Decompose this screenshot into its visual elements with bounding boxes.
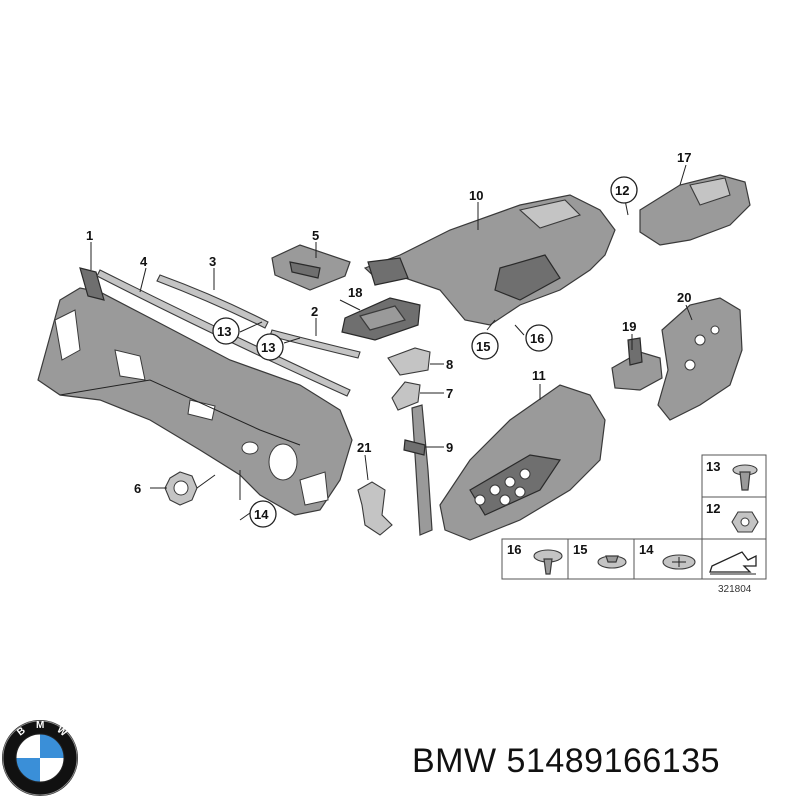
legend-label-14: 14 (639, 542, 654, 557)
callout-19: 19 (622, 319, 636, 334)
part-7-bracket (391, 381, 421, 411)
part-5-insulation-pad (271, 244, 351, 291)
fastener-legend: 13 12 16 15 14 (501, 454, 767, 595)
brand-footer: B M W (2, 720, 78, 796)
direction-arrow-icon (709, 551, 757, 575)
part-1-bulkhead-panel (37, 267, 353, 516)
clip-16-icon (533, 549, 563, 575)
callout-18: 18 (348, 285, 362, 300)
part-6-grommet (164, 471, 198, 506)
part-21-bracket (357, 481, 393, 536)
callout-13-lower: 13 (261, 340, 275, 355)
callout-17: 17 (677, 150, 691, 165)
legend-label-12: 12 (706, 501, 720, 516)
legend-label-15: 15 (573, 542, 587, 557)
part-11-side-insulation (439, 384, 606, 541)
part-2-seal-strip (269, 329, 361, 359)
callout-15: 15 (476, 339, 490, 354)
callout-21: 21 (357, 440, 371, 455)
callout-16: 16 (530, 331, 544, 346)
washer-15-icon (597, 555, 627, 569)
callout-11: 11 (532, 368, 546, 383)
part-18-insulation-pad (341, 297, 421, 341)
part-10-firewall-insulation (363, 194, 616, 326)
callout-9: 9 (446, 440, 453, 455)
legend-label-13: 13 (706, 459, 720, 474)
callout-7: 7 (446, 386, 453, 401)
leader-lines (90, 164, 693, 521)
part-3-seal-strip (156, 274, 269, 329)
washer-14-icon (662, 554, 696, 570)
part-17-tunnel-insulation (639, 174, 751, 246)
callout-4: 4 (140, 254, 148, 269)
callout-13-upper: 13 (217, 324, 231, 339)
callout-1: 1 (86, 228, 93, 243)
callout-2: 2 (311, 304, 318, 319)
clip-13-icon (732, 464, 758, 491)
part-11-holes (474, 468, 531, 506)
callout-3: 3 (209, 254, 216, 269)
callout-10: 10 (469, 188, 483, 203)
callout-5: 5 (312, 228, 319, 243)
callout-8: 8 (446, 357, 453, 372)
legend-label-16: 16 (507, 542, 521, 557)
diagram-reference-number: 321804 (718, 584, 752, 595)
callout-14: 14 (254, 507, 269, 522)
callout-20: 20 (677, 290, 691, 305)
nut-12-icon (731, 511, 759, 533)
part-8-bracket (387, 347, 431, 376)
part-20-wheelhouse-insulation (657, 297, 743, 421)
brand-caption: BMW 51489166135 (412, 742, 721, 780)
circled-callouts: 13 13 12 15 16 14 (212, 176, 638, 528)
callout-12: 12 (615, 183, 629, 198)
bmw-logo: B M W (2, 720, 78, 796)
callout-labels: 1 4 3 5 2 18 10 17 8 7 9 11 19 20 21 6 (86, 150, 691, 496)
callout-6: 6 (134, 481, 141, 496)
svg-text:M: M (36, 720, 44, 731)
part-9-support-strut (403, 404, 433, 536)
part-19-insulation-block (611, 337, 663, 391)
